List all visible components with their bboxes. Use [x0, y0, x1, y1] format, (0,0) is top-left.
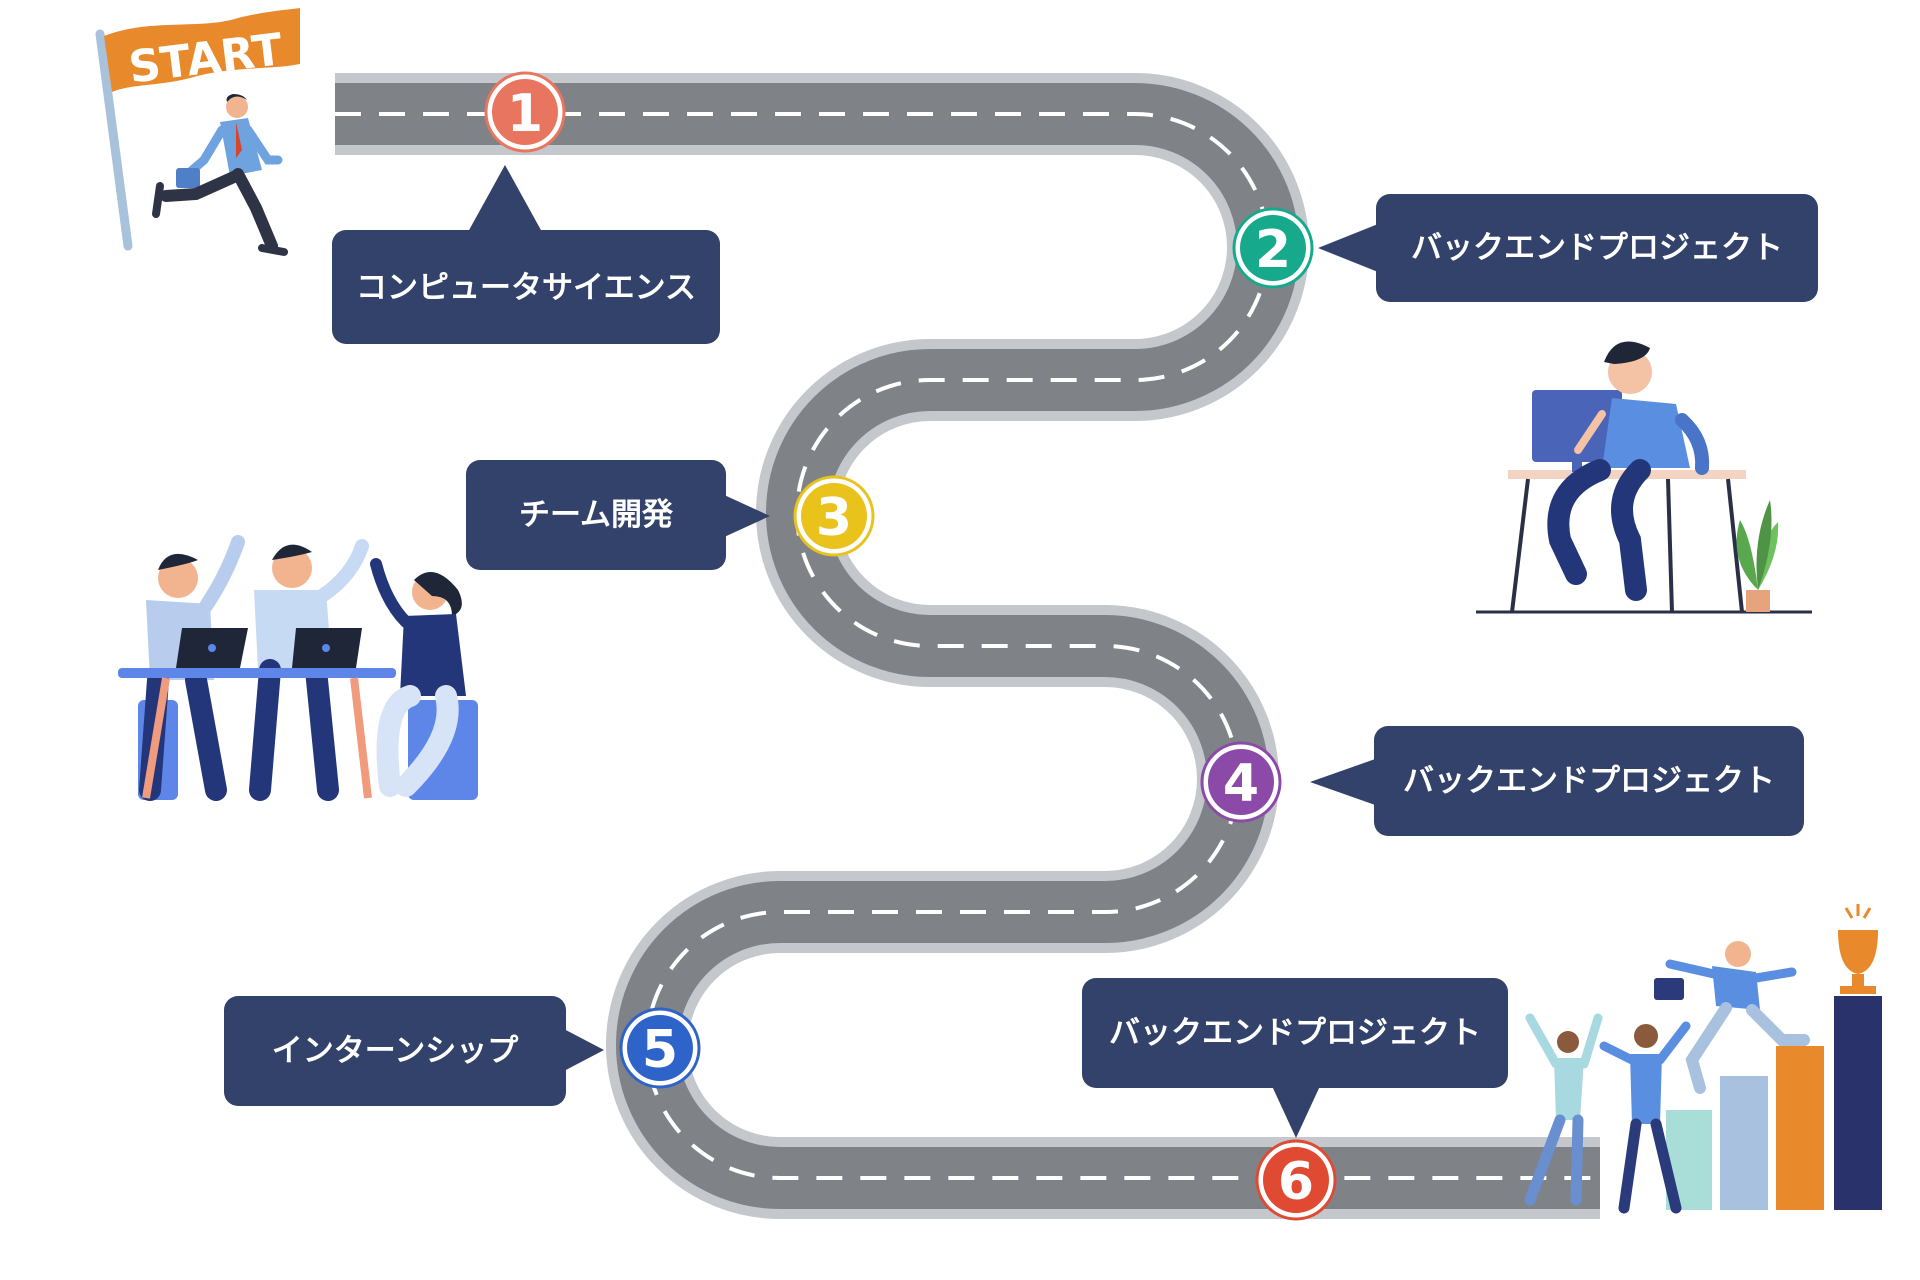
road [335, 73, 1600, 1219]
milestone-marker-3: 3 [793, 475, 875, 557]
milestone-5-label: インターンシップ [272, 1033, 519, 1069]
road-center-line [335, 112, 1600, 1180]
milestone-markers: 1 2 3 4 5 6 [484, 71, 1337, 1221]
start-flag [104, 8, 300, 92]
callouts: コンピュータサイエンス バックエンドプロジェクト チーム開発 バックエンドプロジ… [224, 165, 1818, 1138]
developer-at-desk-illustration [1476, 341, 1812, 614]
milestone-2-number: 2 [1255, 220, 1291, 280]
callout-2: バックエンドプロジェクト [1318, 194, 1818, 302]
milestone-1-label: コンピュータサイエンス [356, 270, 696, 306]
milestone-marker-4: 4 [1200, 741, 1282, 823]
milestone-6-label: バックエンドプロジェクト [1109, 1015, 1481, 1051]
milestone-3-label: チーム開発 [519, 497, 674, 533]
milestone-marker-2: 2 [1232, 207, 1314, 289]
milestone-marker-6: 6 [1255, 1139, 1337, 1221]
callout-5: インターンシップ [224, 996, 604, 1106]
callout-3: チーム開発 [466, 460, 770, 570]
callout-6: バックエンドプロジェクト [1082, 978, 1508, 1138]
milestone-marker-5: 5 [619, 1007, 701, 1089]
milestone-marker-1: 1 [484, 71, 566, 153]
winners-podium-illustration [1524, 904, 1882, 1214]
milestone-5-number: 5 [642, 1020, 678, 1080]
milestone-6-number: 6 [1278, 1152, 1314, 1212]
milestone-1-number: 1 [507, 84, 543, 144]
flag-pole [95, 29, 133, 251]
milestone-3-number: 3 [816, 488, 852, 548]
milestone-2-label: バックエンドプロジェクト [1411, 230, 1783, 266]
callout-1: コンピュータサイエンス [332, 165, 720, 344]
milestone-4-label: バックエンドプロジェクト [1403, 763, 1775, 799]
callout-4: バックエンドプロジェクト [1310, 726, 1804, 836]
milestone-4-number: 4 [1223, 754, 1259, 814]
runner-illustration: START [95, 8, 300, 256]
team-high-five-illustration [118, 535, 478, 801]
